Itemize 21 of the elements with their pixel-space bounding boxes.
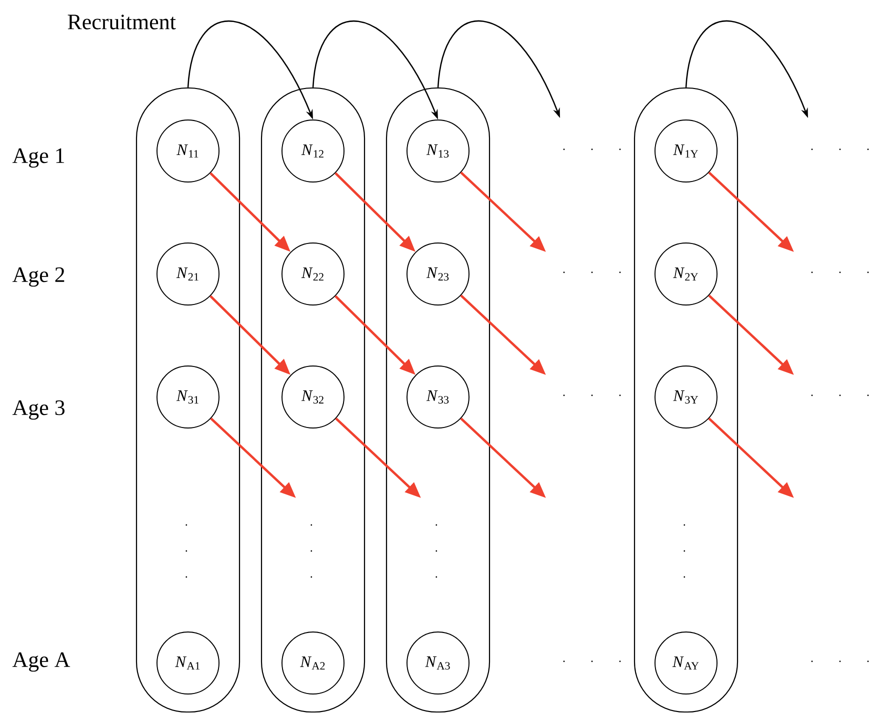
ellipsis: · · ·	[186, 524, 188, 578]
column-box	[386, 87, 490, 713]
ellipsis: · · ·	[563, 660, 621, 662]
column-box	[634, 87, 738, 713]
column-box	[136, 87, 240, 713]
ellipsis: · · ·	[811, 148, 869, 150]
column-box	[260, 87, 366, 713]
ellipsis: · · ·	[310, 524, 312, 578]
row-label: Recruitment	[68, 14, 176, 30]
row-label: Age 3	[12, 400, 64, 420]
ellipsis: · · ·	[684, 524, 686, 578]
ellipsis: · · ·	[563, 272, 621, 274]
row-label: Age 1	[12, 148, 64, 168]
row-label: Age 2	[12, 267, 64, 287]
ellipsis: · · ·	[563, 394, 621, 396]
row-label: Age A	[12, 652, 70, 672]
ellipsis: · · ·	[563, 148, 621, 150]
ellipsis: · · ·	[811, 272, 869, 274]
ellipsis: · · ·	[436, 524, 438, 578]
ellipsis: · · ·	[811, 394, 869, 396]
ellipsis: · · ·	[811, 660, 869, 662]
